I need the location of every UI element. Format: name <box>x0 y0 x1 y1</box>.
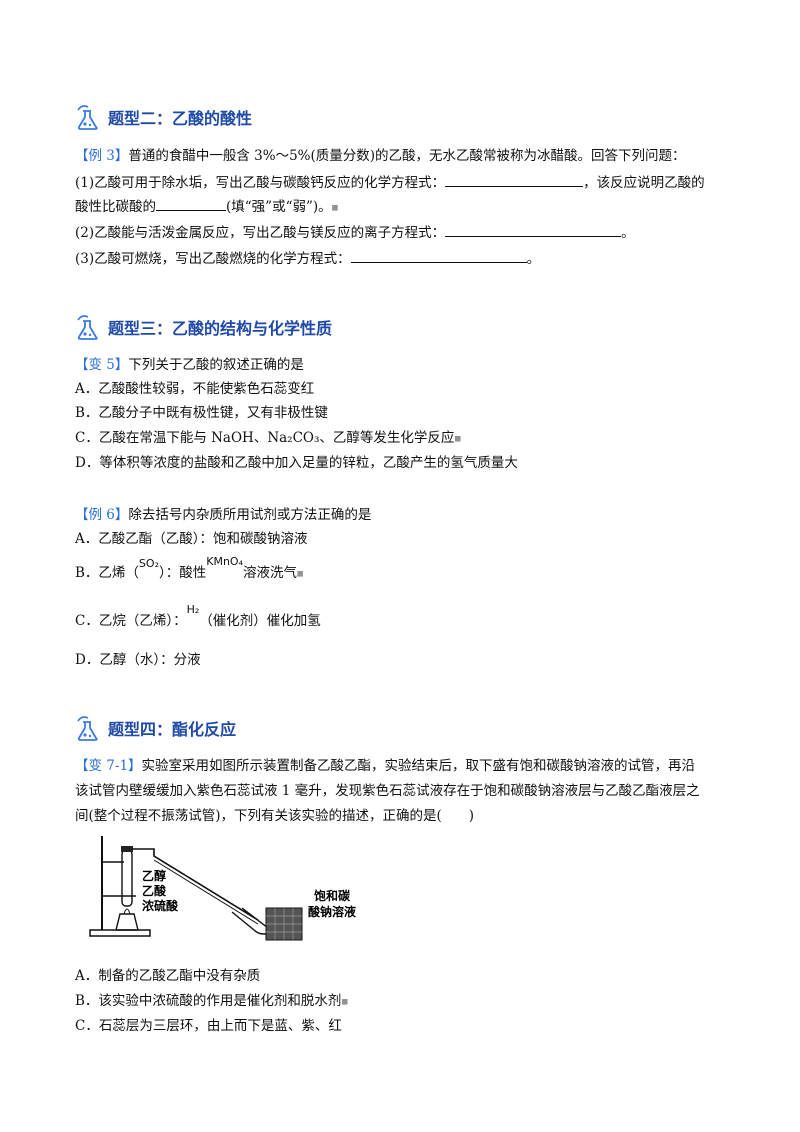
label-ethanol: 乙醇 <box>142 868 166 883</box>
question-stem: 普通的食醋中一般含 3%～5%(质量分数)的乙酸，无水乙酸常被称为冰醋酸。回答下… <box>128 148 686 164</box>
var5-option-d: D．等体积等浓度的盐酸和乙酸中加入足量的锌粒，乙酸产生的氢气质量大 <box>75 455 518 471</box>
answer-blank[interactable] <box>445 172 584 187</box>
section-heading-3: 题型三：乙酸的结构与化学性质 <box>72 310 332 344</box>
formula-kmno4: KMnO₄ <box>206 555 243 568</box>
formula-so2: SO₂ <box>138 557 159 570</box>
var5-option-c: C．乙酸在常温下能与 NaOH、Na₂CO₃、乙醇等发生化学反应▦ <box>75 428 461 449</box>
question-stem: 除去括号内杂质所用试剂或方法正确的是 <box>128 507 372 523</box>
question-text: 实验室采用如图所示装置制备乙酸乙酯，实验结束后，取下盛有饱和碳酸钠溶液的试管，再… <box>141 758 696 774</box>
option-text: （催化剂）催化加氢 <box>199 613 321 629</box>
option-text: C．乙酸在常温下能与 NaOH、Na₂CO₃、乙醇等发生化学反应 <box>75 430 455 446</box>
formula-h2: H₂ <box>186 603 200 616</box>
var71-option-b: B．该实验中浓硫酸的作用是催化剂和脱水剂▦ <box>75 991 348 1012</box>
ex3-q3-line: (3)乙酸可燃烧，写出乙酸燃烧的化学方程式： 。 <box>75 248 540 269</box>
ex6-option-c: C．乙烷（乙烯）：H₂（催化剂）催化加氢 <box>75 603 321 632</box>
question-tag: 【变 5】 <box>75 357 129 373</box>
label-saturated-carbonate-1: 饱和碳 <box>314 888 351 903</box>
question-stem: 下列关于乙酸的叙述正确的是 <box>128 357 304 373</box>
esterification-apparatus-figure: 乙醇 乙酸 浓硫酸 饱和碳 酸钠溶液 <box>89 836 356 941</box>
section-heading-4: 题型四：酯化反应 <box>72 711 236 745</box>
label-acetic-acid: 乙酸 <box>142 883 167 898</box>
flask-icon <box>77 716 98 741</box>
q1-text: (1)乙酸可用于除水垢，写出乙酸与碳酸钙反应的化学方程式： <box>75 175 446 191</box>
flask-icon <box>77 315 98 340</box>
q3-text: (3)乙酸可燃烧，写出乙酸燃烧的化学方程式： <box>75 251 351 267</box>
var5-option-a: A．乙酸酸性较弱，不能使紫色石蕊变红 <box>75 381 315 397</box>
ex3-q1-line2: 酸性比碳酸的 (填“强”或“弱”)。▦ <box>75 196 338 218</box>
ex3-stem-line: 【例 3】普通的食醋中一般含 3%～5%(质量分数)的乙酸，无水乙酸常被称为冰醋… <box>75 146 686 166</box>
mark-icon: ▦ <box>331 203 339 212</box>
q1-text-cont: ，该反应说明乙酸的 <box>583 175 705 191</box>
section-title: 题型二：乙酸的酸性 <box>108 109 253 128</box>
label-sulfuric-acid: 浓硫酸 <box>142 898 179 913</box>
option-text: ）：酸性 <box>158 565 207 581</box>
var71-line-1: 【变 7-1】实验室采用如图所示装置制备乙酸乙酯，实验结束后，取下盛有饱和碳酸钠… <box>75 756 695 776</box>
option-text: B．该实验中浓硫酸的作用是催化剂和脱水剂 <box>75 993 342 1009</box>
question-tag: 【例 6】 <box>75 507 129 523</box>
var71-option-a: A．制备的乙酸乙酯中没有杂质 <box>75 968 261 984</box>
var71-line-3: 间(整个过程不振荡试管)，下列有关该实验的描述，正确的是( ) <box>75 808 475 824</box>
flask-icon <box>77 105 98 130</box>
option-text: 溶液洗气 <box>242 565 297 581</box>
option-text: B．乙烯（ <box>75 565 139 581</box>
q3-end: 。 <box>526 251 541 267</box>
section-title: 题型三：乙酸的结构与化学性质 <box>108 319 333 338</box>
option-text: C．乙烷（乙烯）： <box>75 613 187 629</box>
question-tag: 【例 3】 <box>75 148 129 164</box>
q1-text-2: 酸性比碳酸的 <box>75 199 156 215</box>
var71-option-c: C．石蕊层为三层环，由上而下是蓝、紫、红 <box>75 1018 342 1034</box>
q2-text: (2)乙酸能与活泼金属反应，写出乙酸与镁反应的离子方程式： <box>75 225 446 241</box>
answer-blank[interactable] <box>445 222 622 237</box>
answer-blank[interactable] <box>156 196 226 211</box>
var5-option-b: B．乙酸分子中既有极性键，又有非极性键 <box>75 405 328 421</box>
mark-icon: ▦ <box>341 997 349 1006</box>
question-tag: 【变 7-1】 <box>75 758 142 774</box>
answer-blank[interactable] <box>350 248 527 263</box>
ex3-q2-line: (2)乙酸能与活泼金属反应，写出乙酸与镁反应的离子方程式： 。 <box>75 222 635 243</box>
ex6-option-a: A．乙酸乙酯（乙酸）：饱和碳酸钠溶液 <box>75 531 308 547</box>
ex6-stem-line: 【例 6】除去括号内杂质所用试剂或方法正确的是 <box>75 505 371 525</box>
var5-stem-line: 【变 5】下列关于乙酸的叙述正确的是 <box>75 355 304 375</box>
label-saturated-carbonate-2: 酸钠溶液 <box>308 904 356 919</box>
q2-end: 。 <box>621 225 635 241</box>
ex3-q1-line: (1)乙酸可用于除水垢，写出乙酸与碳酸钙反应的化学方程式： ，该反应说明乙酸的 <box>75 172 705 193</box>
section-title: 题型四：酯化反应 <box>108 720 237 739</box>
ex6-option-b: B．乙烯（SO₂）：酸性KMnO₄溶液洗气▦ <box>75 555 304 584</box>
q1-text-3: (填“强”或“弱”)。 <box>226 199 332 215</box>
mark-icon: ▦ <box>296 569 304 578</box>
mark-icon: ▦ <box>454 434 462 443</box>
section-heading-2: 题型二：乙酸的酸性 <box>72 100 252 134</box>
ex6-option-d: D．乙醇（水）：分液 <box>75 652 201 668</box>
var71-line-2: 该试管内壁缓缓加入紫色石蕊试液 1 毫升，发现紫色石蕊试液存在于饱和碳酸钠溶液层… <box>75 783 700 799</box>
